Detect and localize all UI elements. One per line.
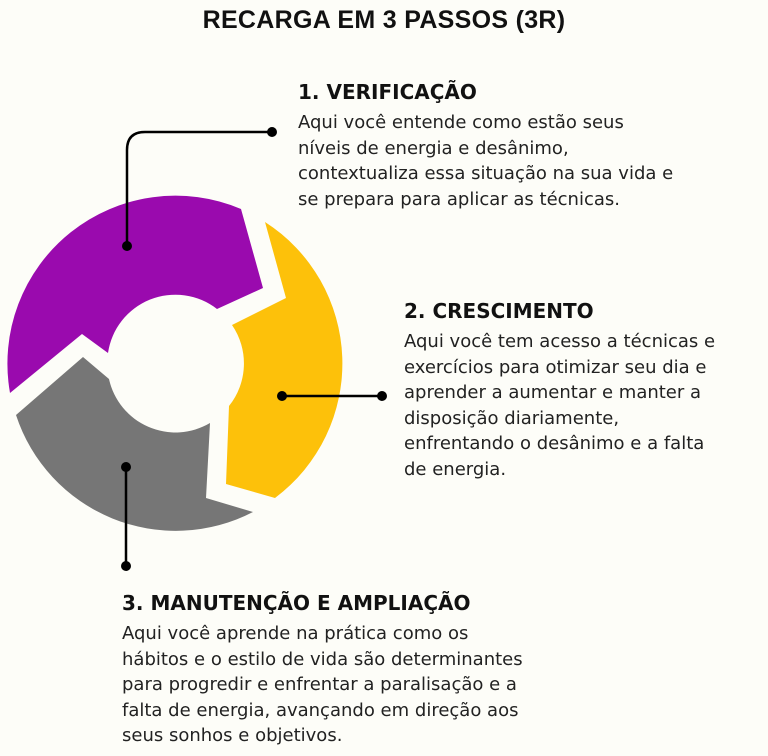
page-title: RECARGA EM 3 PASSOS (3R) [202,6,566,34]
connector-step1 [125,130,272,246]
text-line: contextualiza essa situação na sua vida … [298,163,674,185]
text-line: Aqui você tem acesso a técnicas e [404,331,716,352]
dot-step2-start [277,391,287,401]
step-3: 3. MANUTENÇÃO E AMPLIAÇÃO Aqui você apre… [122,591,523,749]
text-line: níveis de energia e desânimo, [298,137,569,159]
step-2-heading: 2. CRESCIMENTO [404,299,594,323]
step-3-heading: 3. MANUTENÇÃO E AMPLIAÇÃO [122,591,471,615]
segment-crescimento [226,222,343,498]
text-line: aprender a aumentar e manter a [404,382,702,404]
text-line: de energia. [404,458,507,480]
dot-step3-start [121,462,131,472]
text-line: exercícios para otimizar seu dia e [404,356,707,378]
step-2: 2. CRESCIMENTO Aqui você tem acesso a té… [404,299,715,483]
text-line: para progredir e enfrentar a paralisação… [122,674,517,696]
text-line: disposição diariamente, [404,407,620,429]
text-line: hábitos e o estilo de vida são determina… [122,648,523,670]
text-line: se prepara para aplicar as técnicas. [298,188,620,210]
segment-manutencao [16,357,253,531]
text-line: Aqui você aprende na prática como os [122,623,469,644]
step-1-heading: 1. VERIFICAÇÃO [298,80,477,104]
segment-verificacao [7,195,264,393]
text-line: Aqui você entende como estão seus [298,112,624,133]
dot-step1-end [267,127,277,137]
dot-step1-start [122,241,132,251]
dot-step2-end [377,391,387,401]
dot-step3-end [121,561,131,571]
step-2-text: Aqui você tem acesso a técnicas e exercí… [404,329,715,483]
step-3-text: Aqui você aprende na prática como os háb… [122,621,523,749]
text-line: enfrentando o desânimo e a falta [404,433,705,455]
text-line: falta de energia, avançando em direção a… [122,699,519,721]
step-1-text: Aqui você entende como estão seus níveis… [298,110,673,212]
text-line: seus sonhos e objetivos. [122,725,343,747]
step-1: 1. VERIFICAÇÃO Aqui você entende como es… [298,80,673,212]
